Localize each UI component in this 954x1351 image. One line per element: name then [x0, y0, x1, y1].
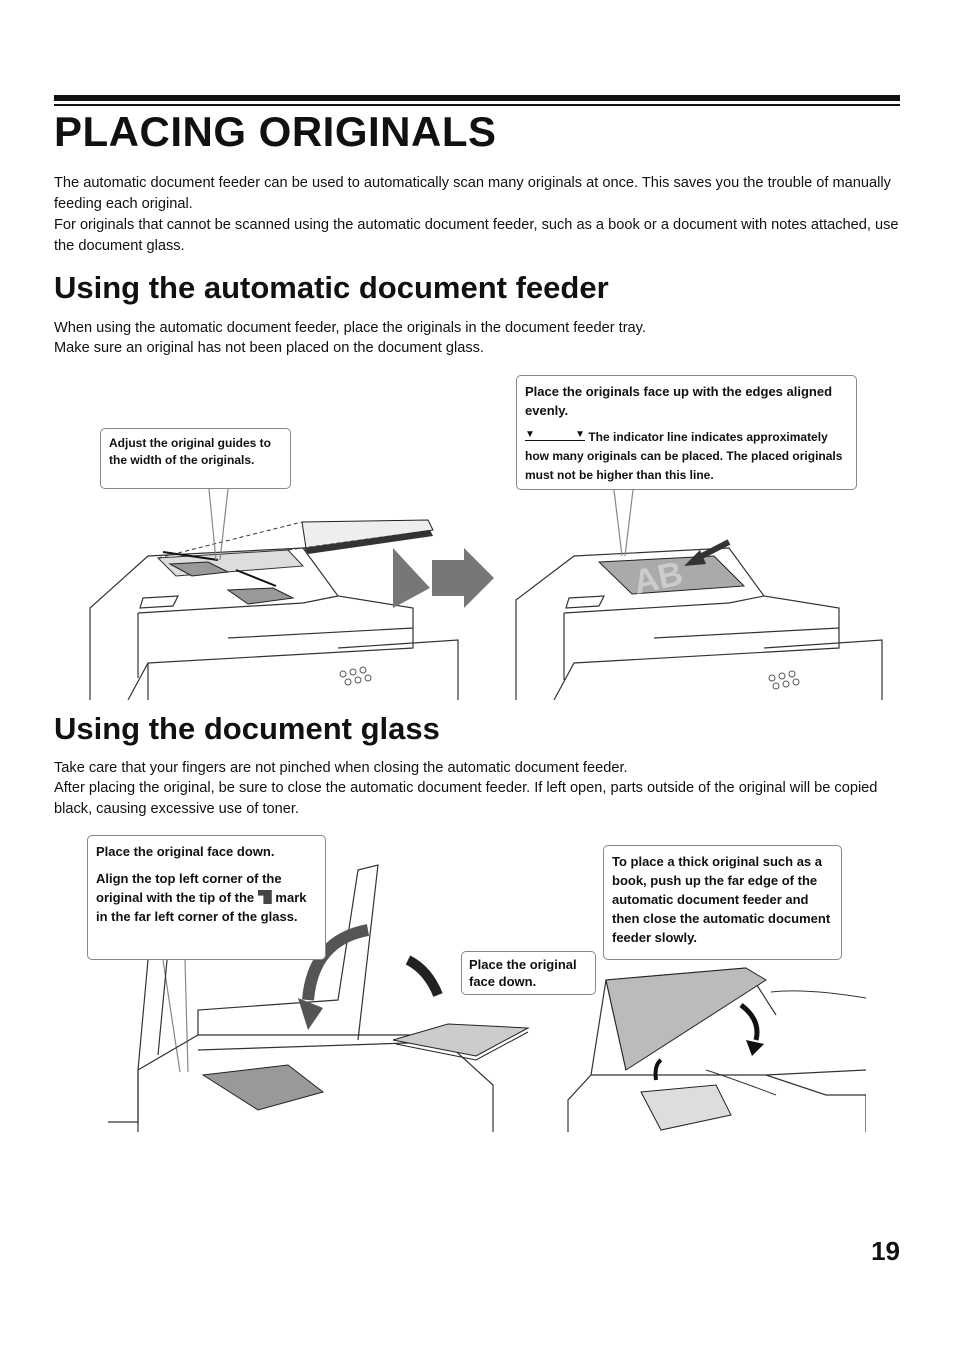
next-step-arrow-icon	[432, 548, 494, 608]
corner-mark-icon	[257, 890, 272, 904]
top-rule-thin	[54, 104, 900, 106]
adf-loaded-illustration: AB	[515, 539, 883, 700]
intro-paragraph-1: The automatic document feeder can be use…	[54, 175, 891, 212]
glass-heading: Using the document glass	[54, 711, 440, 746]
thick-original-illustration	[567, 967, 866, 1132]
document-glass-illustration	[108, 864, 530, 1132]
adf-line-1: When using the automatic document feeder…	[54, 320, 646, 336]
glass-line-2: After placing the original, be sure to c…	[54, 780, 878, 817]
callout-thick-original: To place a thick original such as a book…	[603, 845, 842, 960]
page-title: PLACING ORIGINALS	[54, 108, 497, 155]
top-rule-thick	[54, 95, 900, 101]
adf-guides-illustration	[89, 519, 459, 700]
callout-face-down-small: Place the original face down.	[461, 951, 596, 995]
adf-line-2: Make sure an original has not been place…	[54, 340, 484, 356]
callout-face-down-align: Place the original face down. Align the …	[87, 835, 326, 960]
callout-adjust-guides: Adjust the original guides to the width …	[100, 428, 291, 489]
intro-paragraph-2: For originals that cannot be scanned usi…	[54, 217, 899, 254]
callout-face-up: Place the originals face up with the edg…	[516, 375, 857, 490]
adf-heading: Using the automatic document feeder	[54, 270, 609, 305]
indicator-line-icon: ▼▼	[525, 429, 585, 441]
glass-line-1: Take care that your fingers are not pinc…	[54, 760, 628, 776]
page-number: 19	[871, 1236, 900, 1266]
